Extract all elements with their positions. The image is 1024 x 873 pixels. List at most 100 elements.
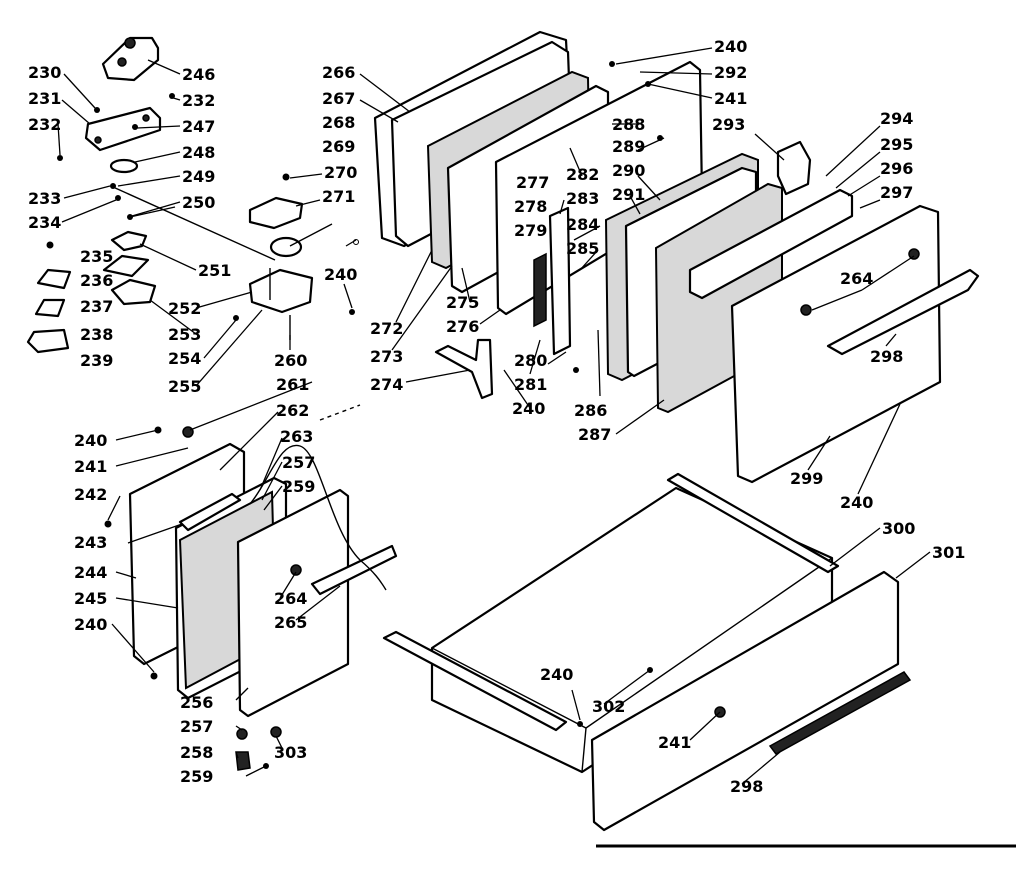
label-298-drawer: 298 bbox=[730, 777, 763, 796]
label-301: 301 bbox=[932, 543, 965, 562]
part-237-plate bbox=[102, 254, 150, 278]
label-267: 267 bbox=[322, 89, 355, 108]
broiler-door-assembly bbox=[104, 404, 398, 771]
label-233: 233 bbox=[28, 189, 61, 208]
label-246: 246 bbox=[182, 65, 215, 84]
label-303: 303 bbox=[274, 743, 307, 762]
label-294: 294 bbox=[880, 109, 913, 128]
label-298-upper: 298 bbox=[870, 347, 903, 366]
part-231-bracket bbox=[84, 106, 162, 152]
part-number-labels: 230 231 232 232 246 247 248 249 250 233 … bbox=[28, 37, 965, 796]
label-259-lower: 259 bbox=[180, 767, 213, 786]
label-240-upper-mid: 240 bbox=[512, 399, 545, 418]
label-247: 247 bbox=[182, 117, 215, 136]
label-240-left: 240 bbox=[74, 431, 107, 450]
label-240-upper-left: 240 bbox=[324, 265, 357, 284]
part-264-screw bbox=[800, 304, 812, 316]
label-243: 243 bbox=[74, 533, 107, 552]
part-270-cam bbox=[269, 236, 303, 258]
label-249: 249 bbox=[182, 167, 215, 186]
label-263: 263 bbox=[280, 427, 313, 446]
label-241-upper: 241 bbox=[714, 89, 747, 108]
label-295: 295 bbox=[880, 135, 913, 154]
label-283: 283 bbox=[566, 189, 599, 208]
part-246-bracket bbox=[101, 36, 160, 82]
part-drawer-rail-right bbox=[666, 472, 840, 574]
label-240-left-bottom: 240 bbox=[74, 615, 107, 634]
label-264-lower: 264 bbox=[274, 589, 307, 608]
part-293-hinge bbox=[776, 140, 812, 196]
label-269: 269 bbox=[322, 137, 355, 156]
label-275: 275 bbox=[446, 293, 479, 312]
label-271: 271 bbox=[322, 187, 355, 206]
part-238-plate bbox=[34, 298, 66, 318]
label-232-left: 232 bbox=[28, 115, 61, 134]
label-241-left: 241 bbox=[74, 457, 107, 476]
label-231: 231 bbox=[28, 89, 61, 108]
label-238: 238 bbox=[80, 325, 113, 344]
part-258-nut bbox=[235, 751, 251, 771]
upper-oven-door-assembly bbox=[373, 30, 980, 484]
part-243-channel bbox=[178, 492, 242, 532]
wire-harness bbox=[249, 444, 387, 591]
label-277: 277 bbox=[516, 173, 549, 192]
label-240-upper-right: 240 bbox=[714, 37, 747, 56]
label-250: 250 bbox=[182, 193, 215, 212]
label-302: 302 bbox=[592, 697, 625, 716]
label-276: 276 bbox=[446, 317, 479, 336]
label-261: 261 bbox=[276, 375, 309, 394]
part-252-housing bbox=[248, 268, 314, 314]
leader-lines bbox=[57, 47, 931, 785]
label-296: 296 bbox=[880, 159, 913, 178]
label-273: 273 bbox=[370, 347, 403, 366]
label-256: 256 bbox=[180, 693, 213, 712]
label-285: 285 bbox=[566, 239, 599, 258]
label-291: 291 bbox=[612, 185, 645, 204]
label-230: 230 bbox=[28, 63, 61, 82]
latch-mechanism-assembly bbox=[26, 36, 359, 354]
part-253-bracket bbox=[110, 278, 157, 306]
label-257-lower: 257 bbox=[180, 717, 213, 736]
label-237: 237 bbox=[80, 297, 113, 316]
part-274-hinge-arm bbox=[434, 338, 494, 400]
label-251: 251 bbox=[198, 261, 231, 280]
label-254: 254 bbox=[168, 349, 201, 368]
part-298-drawer-handle bbox=[768, 671, 912, 755]
part-265-door-panel bbox=[236, 488, 350, 718]
label-272: 272 bbox=[370, 319, 403, 338]
label-236: 236 bbox=[80, 271, 113, 290]
part-298-handle bbox=[826, 268, 980, 356]
part-251-latch bbox=[110, 230, 148, 252]
label-287: 287 bbox=[578, 425, 611, 444]
label-265: 265 bbox=[274, 613, 307, 632]
label-293: 293 bbox=[712, 115, 745, 134]
label-244: 244 bbox=[74, 563, 107, 582]
label-299: 299 bbox=[790, 469, 823, 488]
label-240-door-bottom: 240 bbox=[840, 493, 873, 512]
label-286: 286 bbox=[574, 401, 607, 420]
part-269-bracket bbox=[248, 196, 304, 230]
label-288: 288 bbox=[612, 115, 645, 134]
label-259-upper: 259 bbox=[282, 477, 315, 496]
label-281: 281 bbox=[514, 375, 547, 394]
label-290: 290 bbox=[612, 161, 645, 180]
label-255: 255 bbox=[168, 377, 201, 396]
part-296-hinge-bar bbox=[688, 188, 854, 300]
part-265-handle bbox=[310, 544, 398, 596]
label-232-right: 232 bbox=[182, 91, 215, 110]
label-260: 260 bbox=[274, 351, 307, 370]
label-282: 282 bbox=[566, 165, 599, 184]
storage-drawer-assembly bbox=[382, 472, 1016, 848]
label-242: 242 bbox=[74, 485, 107, 504]
label-235: 235 bbox=[80, 247, 113, 266]
label-252: 252 bbox=[168, 299, 201, 318]
part-279-strip bbox=[533, 252, 547, 328]
label-278: 278 bbox=[514, 197, 547, 216]
label-258: 258 bbox=[180, 743, 213, 762]
part-301-drawer-front bbox=[590, 570, 900, 832]
label-248: 248 bbox=[182, 143, 215, 162]
label-297: 297 bbox=[880, 183, 913, 202]
label-284: 284 bbox=[566, 215, 599, 234]
label-241-drawer: 241 bbox=[658, 733, 691, 752]
